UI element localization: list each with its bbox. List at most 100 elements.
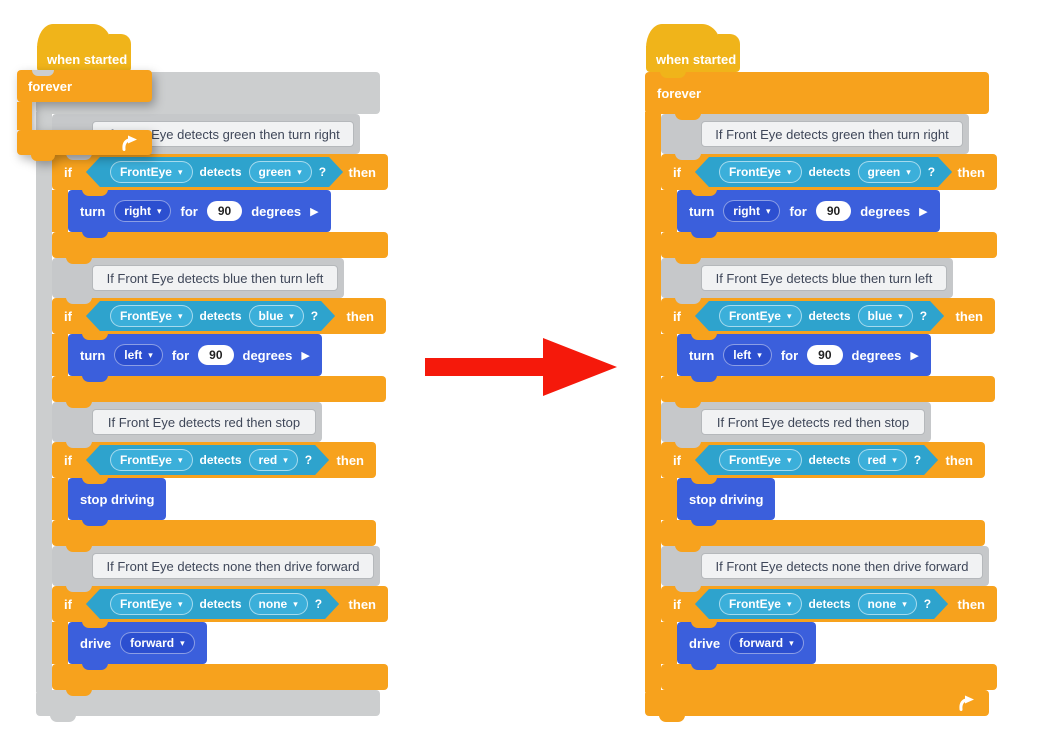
detects-condition[interactable]: FrontEye▾ detects green▾ ? [86,157,343,187]
comment-block[interactable]: If Front Eye detects red then stop [52,402,322,448]
color-dropdown[interactable]: green▾ [858,161,921,183]
forever-spine [645,112,661,692]
chevron-down-icon: ▾ [177,166,183,177]
sensor-dropdown[interactable]: FrontEye▾ [719,449,802,471]
comment-block[interactable]: If Front Eye detects blue then turn left [661,258,953,304]
chevron-down-icon: ▾ [180,637,185,648]
detects-condition[interactable]: FrontEye▾ detects green▾ ? [695,157,952,187]
direction-dropdown[interactable]: left▾ [114,344,163,366]
loop-arrow-icon [122,135,137,151]
expand-arrow-icon[interactable]: ▶ [310,205,319,218]
drive-block[interactable]: drive forward▾ [68,622,207,670]
chevron-down-icon: ▾ [283,454,288,465]
dragged-forever-block[interactable]: forever [17,70,152,162]
direction-dropdown[interactable]: forward▾ [120,632,195,654]
comment-block[interactable]: If Front Eye detects red then stop [661,402,931,448]
if-block[interactable]: if FrontEye▾ detects red▾ ? then [661,442,985,484]
direction-dropdown[interactable]: right▾ [114,200,172,222]
if-block[interactable]: if FrontEye▾ detects none▾ ? then [661,586,997,628]
forever-label: forever [28,78,73,94]
direction-dropdown[interactable]: forward▾ [729,632,804,654]
transition-arrow [425,338,617,396]
color-dropdown[interactable]: none▾ [858,593,917,615]
color-dropdown[interactable]: blue▾ [249,305,304,327]
if-block-bottom [52,520,376,552]
sensor-dropdown[interactable]: FrontEye▾ [110,449,193,471]
drive-block[interactable]: drive forward▾ [677,622,816,670]
rule-group-none: If Front Eye detects none then drive for… [661,546,1006,696]
chevron-down-icon: ▾ [898,310,903,321]
color-dropdown[interactable]: green▾ [249,161,312,183]
if-block-bottom [661,664,997,696]
expand-arrow-icon[interactable]: ▶ [301,349,310,362]
ghost-forever-bottom-bar [36,690,380,722]
rule-group-none: If Front Eye detects none then drive for… [52,546,397,696]
detects-condition[interactable]: FrontEye▾ detects red▾ ? [86,445,329,475]
sensor-dropdown[interactable]: FrontEye▾ [110,593,193,615]
sensor-dropdown[interactable]: FrontEye▾ [719,161,802,183]
sensor-dropdown[interactable]: FrontEye▾ [110,305,193,327]
direction-dropdown[interactable]: left▾ [723,344,772,366]
stop-driving-block[interactable]: stop driving [68,478,167,526]
expand-arrow-icon[interactable]: ▶ [910,349,919,362]
degrees-input[interactable]: 90 [206,201,243,221]
color-dropdown[interactable]: red▾ [249,449,298,471]
comment-block[interactable]: If Front Eye detects blue then turn left [52,258,344,304]
when-started-block[interactable]: when started [37,24,131,78]
if-block[interactable]: if FrontEye▾ detects none▾ ? then [52,586,388,628]
if-block-spine [52,334,68,376]
comment-text: If Front Eye detects green then turn rig… [701,121,963,147]
forever-label: forever [657,85,702,101]
detects-condition[interactable]: FrontEye▾ detects none▾ ? [86,589,339,619]
color-dropdown[interactable]: none▾ [249,593,308,615]
program-before: when started If Front Eye detects green … [0,0,449,734]
sensor-dropdown[interactable]: FrontEye▾ [719,593,802,615]
if-block[interactable]: if FrontEye▾ detects green▾ ? then [52,154,388,196]
question-label: ? [318,165,327,179]
turn-block[interactable]: turn right▾ for 90 degrees ▶ [677,190,940,238]
stop-driving-block[interactable]: stop driving [677,478,776,526]
degrees-input[interactable]: 90 [807,345,843,365]
if-block[interactable]: if FrontEye▾ detects green▾ ? then [661,154,997,196]
if-block-spine [661,478,677,520]
if-block[interactable]: if FrontEye▾ detects blue▾ ? then [52,298,386,340]
degrees-input[interactable]: 90 [198,345,234,365]
detects-condition[interactable]: FrontEye▾ detects blue▾ ? [86,301,335,331]
rule-group-green: If Front Eye detects green then turn rig… [661,114,1006,264]
color-dropdown[interactable]: blue▾ [858,305,913,327]
rule-group-blue: If Front Eye detects blue then turn left… [661,258,1006,408]
chevron-down-icon: ▾ [293,598,298,609]
chevron-down-icon: ▾ [789,637,794,648]
loop-arrow-icon [959,695,974,711]
if-block[interactable]: if FrontEye▾ detects blue▾ ? then [661,298,995,340]
comment-block[interactable]: If Front Eye detects green then turn rig… [661,114,969,160]
if-block[interactable]: if FrontEye▾ detects red▾ ? then [52,442,376,484]
comment-text: If Front Eye detects red then stop [92,409,316,435]
if-block-spine [661,190,677,232]
turn-block[interactable]: turn left▾ for 90 degrees ▶ [68,334,322,382]
turn-block[interactable]: turn left▾ for 90 degrees ▶ [677,334,931,382]
direction-dropdown[interactable]: right▾ [723,200,781,222]
chevron-down-icon: ▾ [757,349,762,360]
comment-block[interactable]: If Front Eye detects none then drive for… [52,546,380,592]
turn-block[interactable]: turn right▾ for 90 degrees ▶ [68,190,331,238]
comment-text: If Front Eye detects none then drive for… [92,553,374,579]
degrees-input[interactable]: 90 [815,201,852,221]
sensor-dropdown[interactable]: FrontEye▾ [719,305,802,327]
detects-condition[interactable]: FrontEye▾ detects red▾ ? [695,445,938,475]
sensor-dropdown[interactable]: FrontEye▾ [110,161,193,183]
detects-condition[interactable]: FrontEye▾ detects none▾ ? [695,589,948,619]
if-block-bottom [661,520,985,552]
detects-condition[interactable]: FrontEye▾ detects blue▾ ? [695,301,944,331]
detects-label: detects [199,165,242,179]
chevron-down-icon: ▾ [177,454,183,465]
comment-block[interactable]: If Front Eye detects none then drive for… [661,546,989,592]
chevron-down-icon: ▾ [786,454,792,465]
if-block-spine [52,622,68,664]
expand-arrow-icon[interactable]: ▶ [919,205,928,218]
when-started-block[interactable]: when started [646,24,740,78]
forever-top-bar[interactable]: forever [645,72,989,120]
block-notch [32,70,54,76]
color-dropdown[interactable]: red▾ [858,449,907,471]
forever-bottom-bar [645,690,989,722]
